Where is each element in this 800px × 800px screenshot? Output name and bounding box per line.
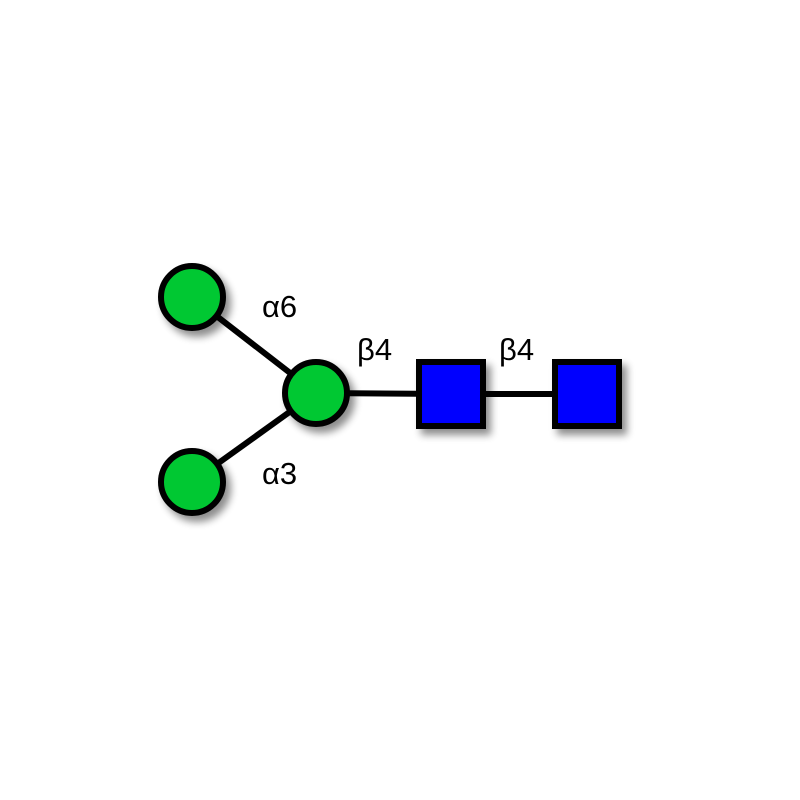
linkage-label-b4-core: β4 xyxy=(357,332,392,367)
linkage-label-b4-reducing: β4 xyxy=(499,332,534,367)
mannose-a3-residue xyxy=(158,448,226,516)
bonds xyxy=(190,294,587,485)
mannose-a6-residue xyxy=(158,263,226,331)
mannose-core-residue xyxy=(282,359,350,427)
linkage-label-a3: α3 xyxy=(262,456,297,491)
glcnac-residue-2 xyxy=(552,359,622,429)
glcnac-residue-1 xyxy=(416,359,486,429)
linkage-label-a6: α6 xyxy=(262,289,297,324)
